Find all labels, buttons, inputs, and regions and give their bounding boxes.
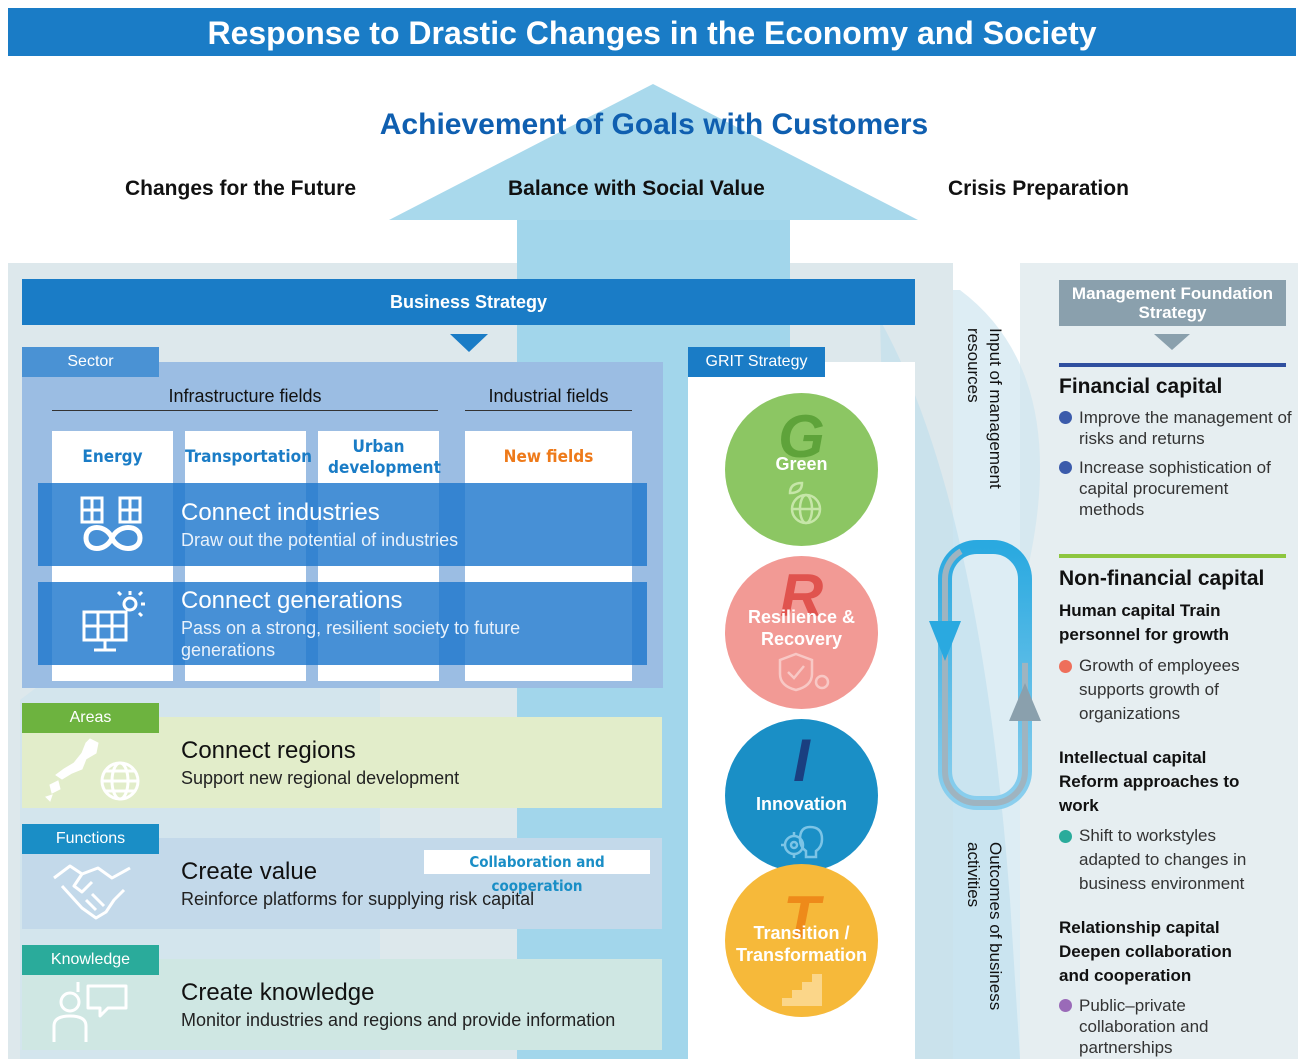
grit-transition-circle: T Transition / Transformation — [725, 864, 878, 1017]
grit-green-circle: G Green — [725, 393, 878, 546]
green-letter: G — [778, 403, 825, 470]
input-resources-label: Input of management resources — [964, 328, 1005, 489]
handshake-icon — [53, 864, 131, 920]
intellectual-capital-bullet-text: Shift to workstyles adapted to changes i… — [1079, 826, 1247, 893]
connect-generations-title: Connect generations — [181, 587, 403, 614]
goal-heading: Achievement of Goals with Customers — [379, 108, 929, 141]
industrial-fields-label: Industrial fields — [488, 386, 609, 406]
human-capital-bullet-text: Growth of employees supports growth of o… — [1079, 656, 1240, 723]
areas-tab: Areas — [22, 703, 159, 733]
create-value-desc: Reinforce platforms for supplying risk c… — [181, 889, 535, 909]
bullet-dot — [1059, 461, 1072, 474]
nonfinancial-capital-title: Non-financial capital — [1059, 567, 1265, 590]
grit-resilience-circle: R Resilience & Recovery — [725, 556, 878, 709]
management-foundation-header: Management Foundation Strategy — [1059, 280, 1286, 326]
map-globe-icon — [45, 738, 140, 802]
collaboration-badge: Collaboration and cooperation — [424, 850, 650, 895]
people-speech-icon — [52, 982, 128, 1042]
gear-bulb-icon — [780, 825, 823, 859]
innovation-letter: I — [793, 727, 810, 794]
column-transportation-label: Transportation — [185, 447, 313, 467]
bullet-dot — [1059, 660, 1072, 673]
human-capital-heading: Human capital Train personnel for growth — [1059, 601, 1229, 644]
column-energy-label: Energy — [82, 447, 143, 467]
relationship-capital-bullet-text: Public–private collaboration and partner… — [1079, 996, 1209, 1057]
financial-bullet-text: Improve the management of risks and retu… — [1079, 408, 1292, 448]
outcomes-label: Outcomes of business activities — [964, 842, 1005, 1011]
divider — [465, 410, 632, 411]
bullet-dot — [1059, 411, 1072, 424]
create-knowledge-title: Create knowledge — [181, 979, 375, 1006]
financial-capital-title: Financial capital — [1059, 375, 1223, 398]
pillar-crisis: Crisis Preparation — [948, 177, 1129, 200]
create-knowledge-desc: Monitor industries and regions and provi… — [181, 1010, 616, 1030]
shield-flame-icon — [778, 652, 829, 692]
intellectual-capital-bullet: Shift to workstyles adapted to changes i… — [1059, 824, 1274, 896]
resilience-letter: R — [779, 562, 824, 629]
down-arrow-icon — [450, 334, 488, 352]
connect-generations-desc: Pass on a strong, resilient society to f… — [181, 618, 521, 660]
column-urban-label: Urban development — [328, 437, 441, 478]
bullet-dot — [1059, 999, 1072, 1012]
page-title: Response to Drastic Changes in the Econo… — [8, 8, 1296, 56]
innovation-label: Innovation — [756, 794, 847, 814]
financial-rule — [1059, 363, 1286, 367]
row-connect-generations — [38, 582, 647, 665]
knowledge-tab: Knowledge — [22, 945, 159, 975]
divider — [52, 410, 438, 411]
grit-innovation-circle: I Innovation — [725, 719, 878, 872]
financial-bullet: Improve the management of risks and retu… — [1059, 407, 1294, 449]
business-strategy-bar: Business Strategy — [22, 279, 915, 325]
cycle-arrows-icon — [929, 540, 1041, 810]
transition-letter: T — [783, 884, 820, 951]
grit-tab: GRIT Strategy — [688, 347, 825, 377]
solar-panel-icon — [82, 590, 145, 652]
resilience-label: Resilience & Recovery — [747, 607, 856, 649]
green-label: Green — [775, 454, 828, 474]
pillar-social-value: Balance with Social Value — [508, 177, 765, 200]
nonfinancial-rule — [1059, 554, 1286, 558]
sector-tab: Sector — [22, 347, 159, 377]
infrastructure-fields-label: Infrastructure fields — [168, 386, 322, 406]
functions-tab: Functions — [22, 824, 159, 854]
connect-industries-desc: Draw out the potential of industries — [181, 530, 459, 550]
human-capital-bullet: Growth of employees supports growth of o… — [1059, 654, 1264, 726]
pillar-changes: Changes for the Future — [125, 177, 357, 200]
connect-regions-desc: Support new regional development — [181, 768, 460, 788]
relationship-capital-bullet: Public–private collaboration and partner… — [1059, 995, 1239, 1058]
financial-bullet: Increase sophistication of capital procu… — [1059, 457, 1274, 520]
connect-regions-title: Connect regions — [181, 737, 356, 764]
create-value-title: Create value — [181, 858, 318, 885]
transition-label: Transition / Transformation — [735, 923, 868, 965]
bullet-dot — [1059, 830, 1072, 843]
sprout-globe-icon — [788, 481, 821, 525]
stairs-icon — [781, 974, 822, 1006]
financial-bullet-text: Increase sophistication of capital procu… — [1079, 458, 1271, 519]
intellectual-capital-heading: Intellectual capital Reform approaches t… — [1059, 748, 1240, 815]
down-arrow-icon — [1154, 334, 1190, 350]
column-new-fields-label: New fields — [503, 447, 594, 467]
connect-industries-title: Connect industries — [181, 499, 380, 526]
relationship-capital-heading: Relationship capital Deepen collaboratio… — [1059, 918, 1232, 985]
building-infinity-icon — [80, 496, 143, 551]
